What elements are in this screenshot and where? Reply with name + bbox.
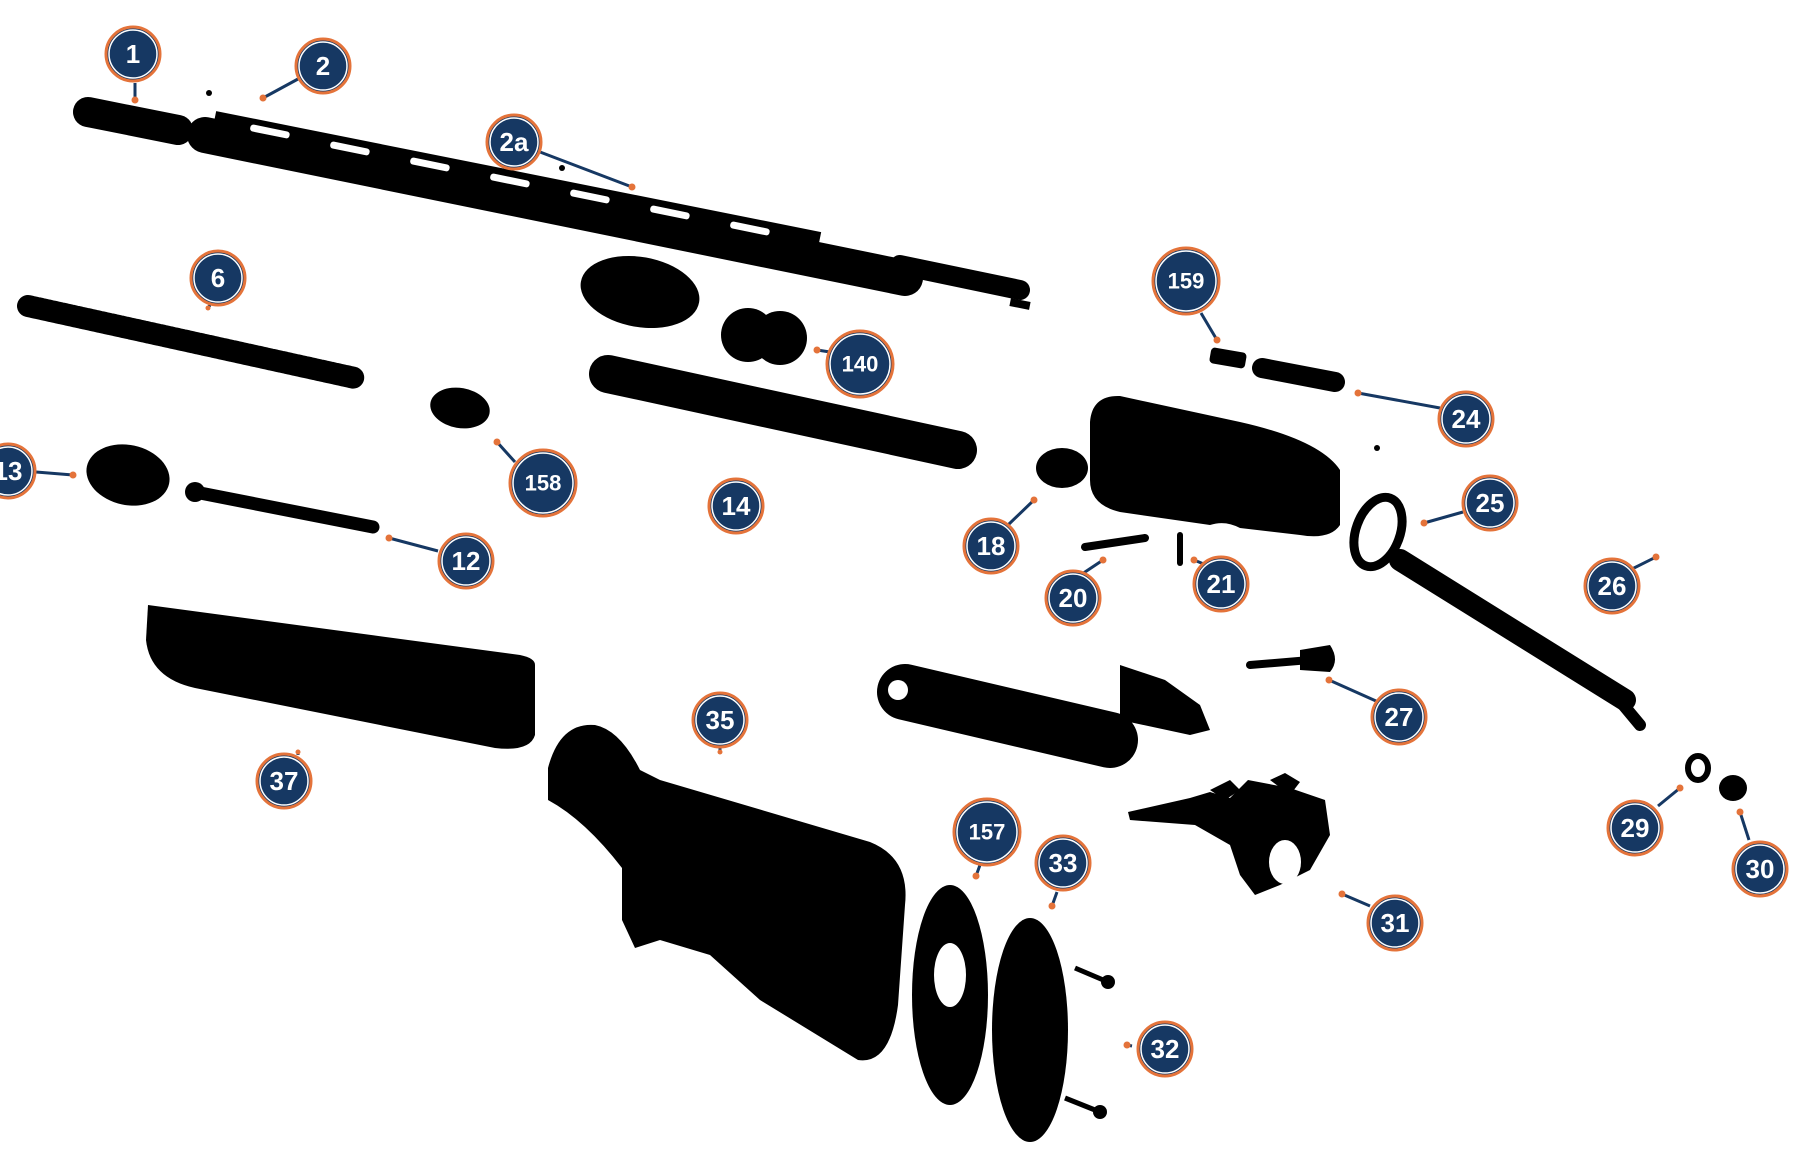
part-27-shape [1246, 645, 1335, 672]
parts-silhouettes [17, 90, 1747, 1142]
callout-label: 1 [126, 39, 140, 69]
callout-14: 14 [707, 477, 765, 535]
callout-32: 32 [1136, 1020, 1194, 1078]
callout-label: 13 [0, 456, 22, 486]
callout-12: 12 [437, 532, 495, 590]
callout-label: 25 [1476, 488, 1505, 518]
part-159-shape [1209, 347, 1247, 369]
part-18-shape [1036, 448, 1088, 488]
part-2-shape [206, 90, 212, 96]
part-13-shape [86, 444, 170, 506]
part-25-shape [1349, 492, 1407, 572]
callout-13: 13 [0, 442, 37, 500]
part-33-shape [992, 918, 1068, 1142]
part-2a-shape [559, 165, 565, 171]
part-35-shape [548, 724, 906, 1061]
part-29-shape [1685, 753, 1711, 783]
part-32-shape [1064, 965, 1115, 1119]
callouts: 1 2 2a 6 140 159 24 13 [0, 25, 1789, 1078]
callout-31: 31 [1366, 894, 1424, 952]
callout-label: 21 [1207, 569, 1236, 599]
part-37-shape [146, 605, 535, 749]
callout-label: 140 [842, 352, 879, 377]
callout-33: 33 [1034, 834, 1092, 892]
callout-24: 24 [1437, 390, 1495, 448]
callout-label: 29 [1621, 813, 1650, 843]
callout-label: 26 [1598, 571, 1627, 601]
part-14-shape [589, 355, 977, 469]
part-bolt-shape [877, 664, 1210, 768]
callout-label: 33 [1049, 848, 1078, 878]
callout-label: 30 [1746, 854, 1775, 884]
callout-1: 1 [104, 25, 162, 83]
callout-label: 32 [1151, 1034, 1180, 1064]
part-30-shape [1719, 775, 1747, 801]
callout-35: 35 [691, 691, 749, 749]
part-barrel-shape [187, 111, 1031, 310]
callout-label: 20 [1059, 583, 1088, 613]
callout-140: 140 [825, 329, 895, 399]
part-157-shape [912, 885, 988, 1105]
part-158-shape [430, 387, 490, 429]
part-band-shape [580, 255, 700, 329]
callout-30: 30 [1731, 840, 1789, 898]
part-1-shape [73, 97, 193, 145]
part-12-shape [185, 482, 380, 534]
callout-27: 27 [1370, 688, 1428, 746]
callout-159: 159 [1151, 246, 1221, 316]
callout-label: 31 [1381, 908, 1410, 938]
callout-label: 158 [525, 471, 562, 496]
callout-2a: 2a [485, 113, 543, 171]
callout-label: 2a [500, 127, 529, 157]
callout-2: 2 [294, 37, 352, 95]
callout-label: 37 [270, 766, 299, 796]
callout-label: 12 [452, 546, 481, 576]
callout-label: 157 [969, 820, 1006, 845]
callout-label: 18 [977, 531, 1006, 561]
callout-label: 159 [1168, 269, 1205, 294]
callout-label: 27 [1385, 702, 1414, 732]
callout-21: 21 [1192, 555, 1250, 613]
callout-29: 29 [1606, 799, 1664, 857]
callout-157: 157 [952, 797, 1022, 867]
part-26-shape [1389, 549, 1646, 731]
callout-label: 35 [706, 705, 735, 735]
callout-18: 18 [962, 517, 1020, 575]
part-31-shape [1128, 773, 1330, 895]
callout-label: 6 [211, 263, 225, 293]
callout-label: 24 [1452, 404, 1481, 434]
callout-label: 14 [722, 491, 751, 521]
callout-20: 20 [1044, 569, 1102, 627]
part-24-shape [1252, 358, 1345, 392]
callout-label: 2 [316, 51, 330, 81]
callout-25: 25 [1461, 474, 1519, 532]
part-20-shape [1081, 534, 1149, 551]
part-140-shape [721, 308, 807, 365]
callout-6: 6 [189, 249, 247, 307]
callout-26: 26 [1583, 557, 1641, 615]
part-receiver-shape [1090, 395, 1340, 537]
callout-158: 158 [508, 448, 578, 518]
callout-37: 37 [255, 752, 313, 810]
